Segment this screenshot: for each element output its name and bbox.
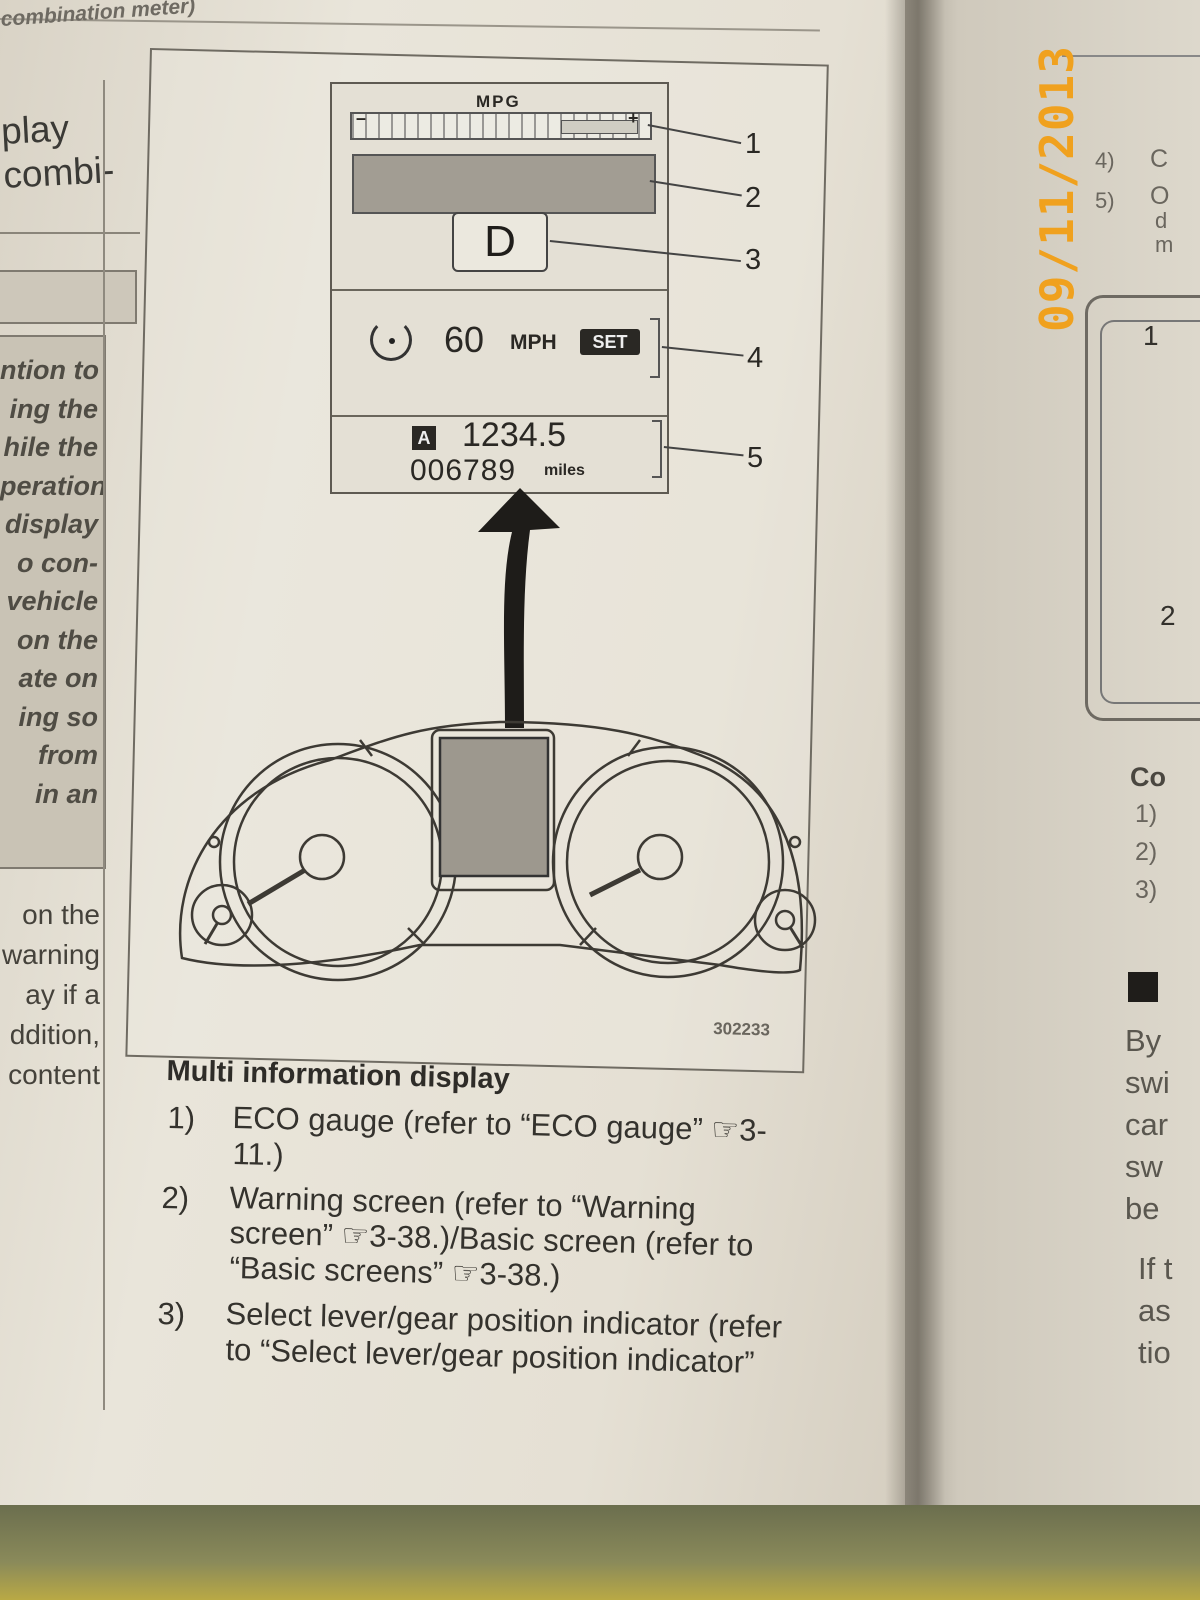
odometer-unit: miles <box>544 462 585 479</box>
note-header-box <box>0 270 137 324</box>
trip-badge: A <box>412 426 436 450</box>
caption-item-line: 11.) <box>232 1136 285 1173</box>
note-line: display <box>4 509 98 539</box>
callout-5: 5 <box>747 442 764 474</box>
callout-3: 3 <box>745 244 762 276</box>
note-line: ntion to <box>0 355 99 385</box>
right-list-text: C <box>1150 145 1169 173</box>
gear-indicator: D <box>452 212 548 272</box>
right-list-number: 5) <box>1095 188 1115 213</box>
photo-date-stamp: 09/11/2013 <box>1030 45 1084 332</box>
right-para-line: By <box>1125 1023 1162 1058</box>
right-figure-label: 1 <box>1143 320 1159 351</box>
callout-2: 2 <box>745 182 762 214</box>
right-figure-label: 2 <box>1160 600 1176 631</box>
right-list-number: 4) <box>1095 148 1115 173</box>
right-subheading: Co <box>1130 762 1166 792</box>
book-gutter <box>885 0 945 1515</box>
para-line: warning <box>1 939 100 970</box>
right-list-text: O <box>1150 182 1170 210</box>
note-line: hile the <box>3 432 98 462</box>
caption-item-number: 1) <box>167 1100 196 1136</box>
eco-gauge-fill <box>561 120 638 134</box>
display-upper-section: MPG – + D <box>332 84 667 291</box>
right-para-line: swi <box>1125 1065 1170 1100</box>
eco-label: MPG <box>472 92 525 112</box>
callout-1: 1 <box>745 128 762 160</box>
para-line: ay if a <box>25 979 100 1010</box>
cruise-set-badge: SET <box>580 329 640 355</box>
right-page-rule <box>1062 55 1200 57</box>
para-line: on the <box>22 899 100 930</box>
note-line: o con- <box>17 547 98 578</box>
cruise-brace <box>650 318 660 378</box>
column-divider <box>103 80 105 1410</box>
para-line: ddition, <box>9 1019 100 1050</box>
note-line: vehicle <box>6 586 98 616</box>
right-sub-item: 2) <box>1135 838 1158 866</box>
para-line: content <box>8 1059 100 1090</box>
note-line: from <box>38 740 98 770</box>
right-sub-item: 3) <box>1135 876 1158 904</box>
note-line: ing the <box>9 393 99 424</box>
eco-plus-label: + <box>628 108 639 128</box>
eco-minus-label: – <box>356 108 367 128</box>
cruise-speed: 60 <box>444 319 485 360</box>
right-para-line: as <box>1138 1293 1171 1328</box>
caption-item-number: 3) <box>157 1296 186 1332</box>
pointer-arrow <box>478 488 560 728</box>
cruise-row: 60 MPH SET <box>332 289 667 417</box>
note-line: ate on <box>18 663 98 693</box>
odometer-brace <box>652 420 662 478</box>
right-figure-inner <box>1100 320 1200 704</box>
right-para: If t as tio <box>1138 1248 1172 1374</box>
right-sub-item: 1) <box>1135 800 1158 828</box>
right-list-text: d <box>1155 208 1168 233</box>
note-line: in an <box>34 778 98 809</box>
odometer: 006789 <box>410 454 517 487</box>
right-para-line: sw <box>1125 1149 1163 1184</box>
table-cloth <box>0 1505 1200 1600</box>
cruise-control-icon <box>370 319 412 361</box>
heading-rule <box>0 232 140 234</box>
right-list-text: m <box>1155 232 1174 257</box>
right-para-line: If t <box>1138 1251 1173 1286</box>
section-square-icon <box>1128 972 1158 1002</box>
note-line: on the <box>17 624 98 655</box>
right-para-line: tio <box>1138 1335 1171 1370</box>
note-line: ing so <box>18 701 99 732</box>
note-box: ntion to ing the hile the peration displ… <box>0 335 106 869</box>
left-paragraph: on the warning ay if a ddition, content <box>0 895 100 1095</box>
cruise-unit: MPH <box>510 331 557 354</box>
caption-item-number: 2) <box>161 1180 190 1216</box>
warning-screen <box>352 154 656 214</box>
note-line: peration <box>0 470 106 501</box>
right-para: By swi car sw be <box>1125 1020 1170 1230</box>
trip-meter: 1234.5 <box>462 416 566 454</box>
right-para-line: be <box>1125 1191 1160 1226</box>
callout-4: 4 <box>747 342 764 374</box>
right-figure-frame <box>1085 295 1200 721</box>
cruise-icon-dot <box>389 338 395 344</box>
right-para-line: car <box>1125 1107 1169 1142</box>
instrument-cluster <box>178 720 817 982</box>
multi-info-display: MPG – + D 60 MPH SET A 1234.5 006789 mil… <box>330 82 669 494</box>
right-page <box>905 0 1200 1508</box>
eco-gauge <box>350 112 652 140</box>
